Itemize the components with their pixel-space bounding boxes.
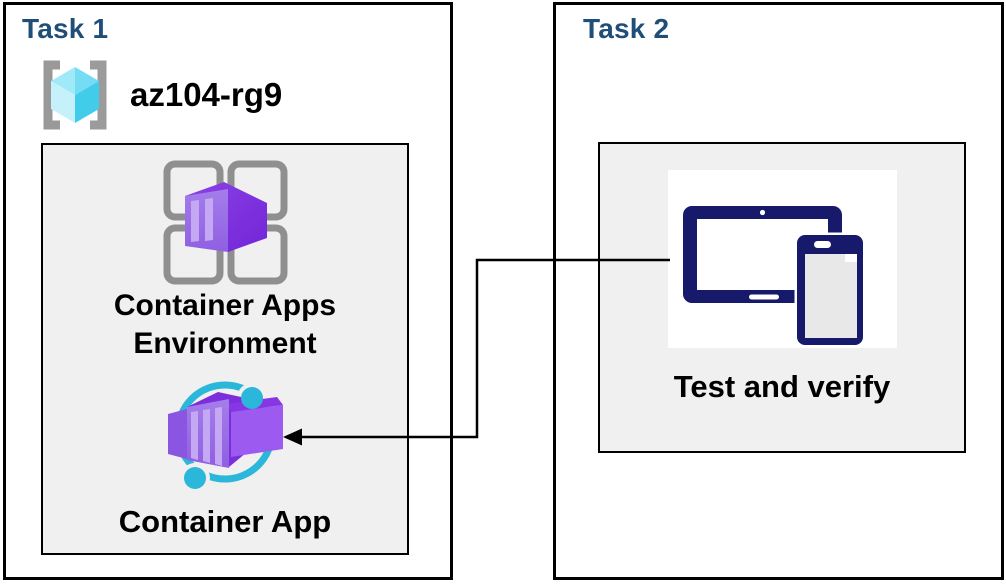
test-and-verify-label: Test and verify (673, 369, 891, 404)
device-icon-plate (668, 170, 897, 348)
devices-tablet-phone-icon (668, 170, 897, 348)
resource-group-row: az104-rg9 (36, 57, 282, 133)
task2-title: Task 2 (583, 13, 670, 44)
container-apps-environment-box: Container Apps Environment (41, 143, 409, 555)
task1-box: Task 1 az104-rg9 (3, 2, 453, 580)
container-apps-environment-icon (163, 160, 288, 285)
task2-box: Task 2 (553, 2, 1004, 580)
resource-group-name: az104-rg9 (130, 76, 283, 113)
environment-label: Container Apps Environment (113, 289, 337, 360)
task1-title: Task 1 (22, 13, 109, 44)
container-app-label: Container App (118, 504, 332, 539)
container-app-icon (165, 378, 285, 493)
resource-group-icon (36, 57, 114, 133)
test-and-verify-box: Test and verify (598, 142, 966, 453)
